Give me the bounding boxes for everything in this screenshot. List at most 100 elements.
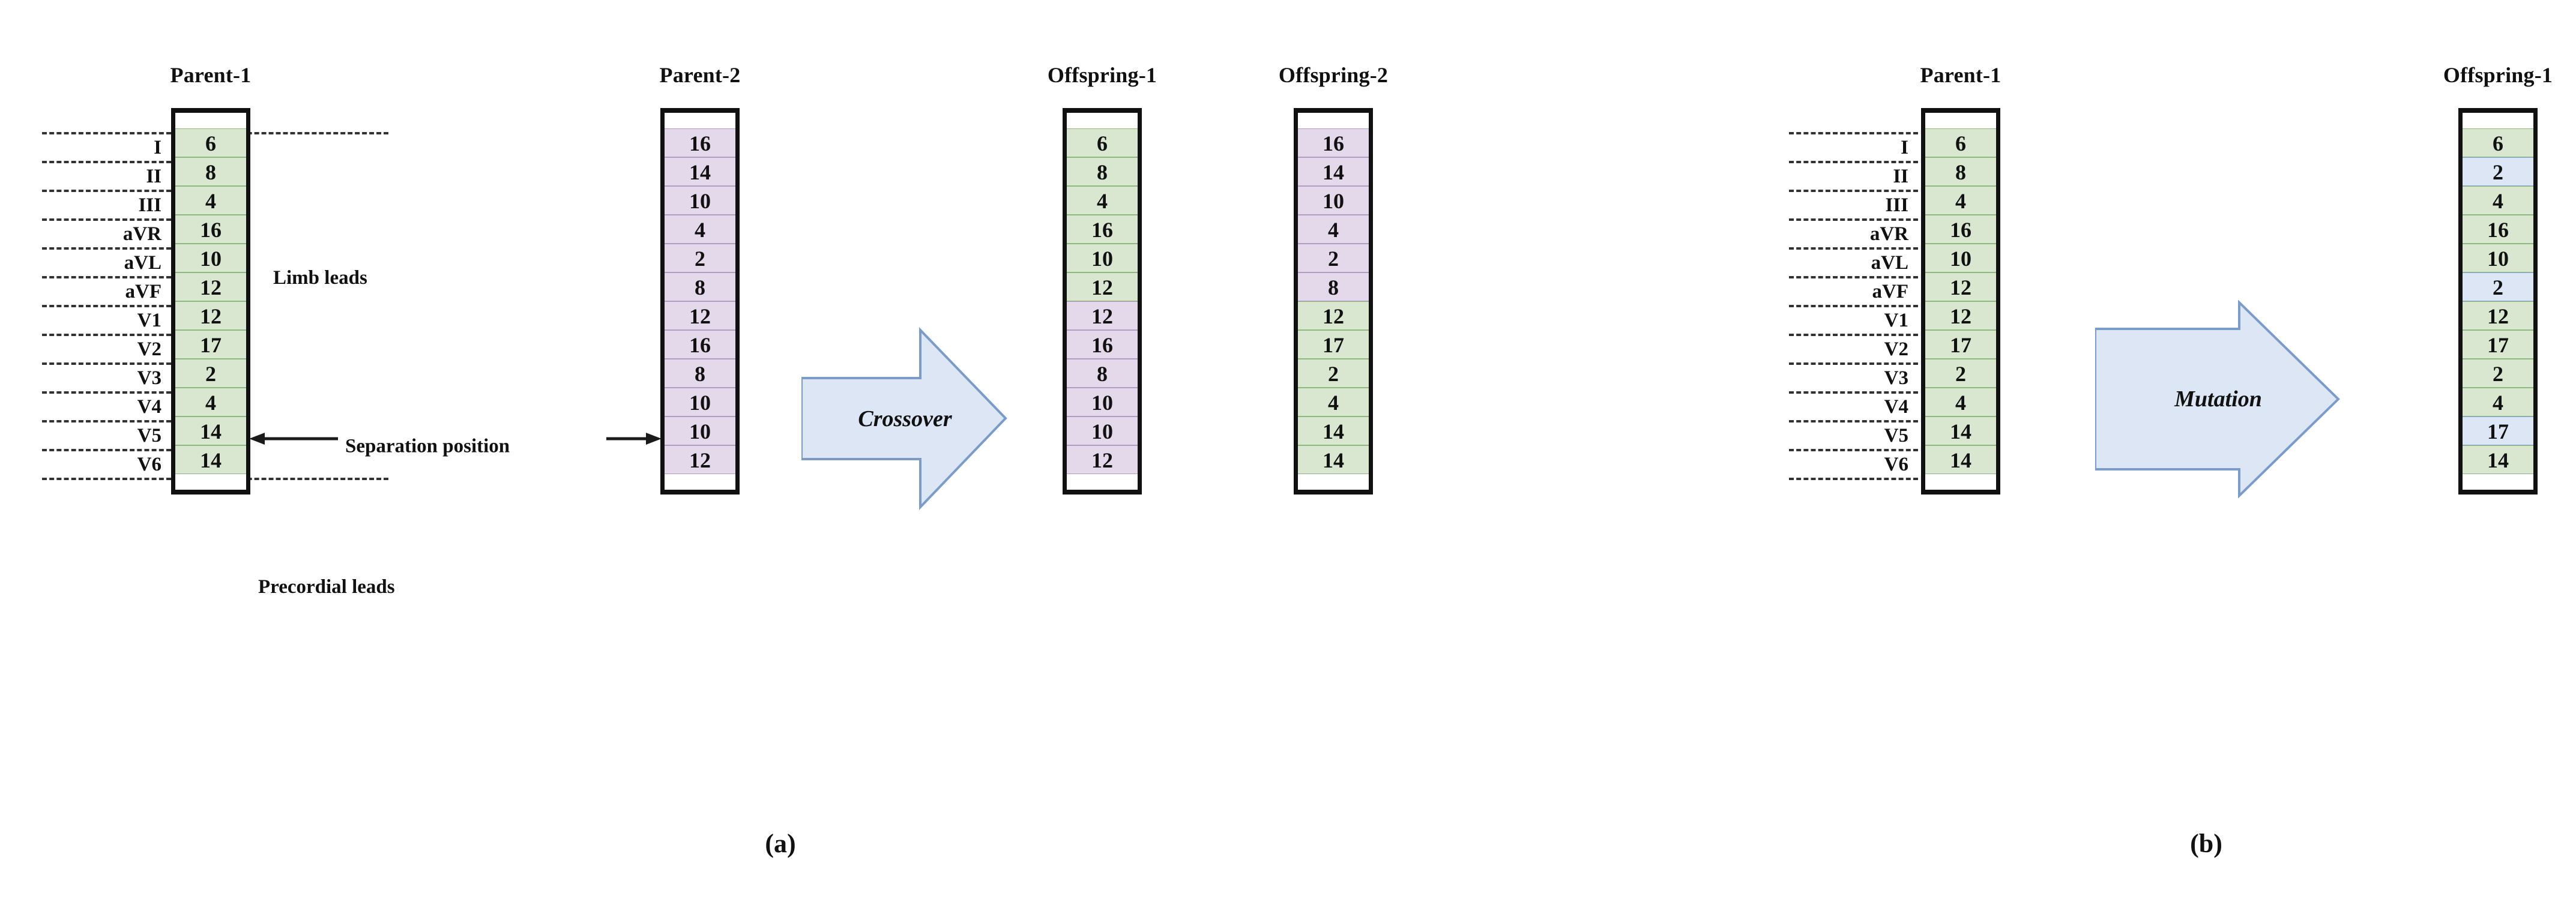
panel-b-gene-cell: 14 xyxy=(2463,445,2533,474)
tube-cap-bottom xyxy=(175,474,246,495)
lead-label-v5: V5 xyxy=(1884,425,1908,446)
tube-cap-top xyxy=(1067,108,1138,128)
lead-label-v4: V4 xyxy=(137,396,161,418)
panel-a-gene-cell: 10 xyxy=(1067,416,1138,445)
panel-b-gene-cell: 17 xyxy=(2463,330,2533,359)
panel-a-gene-cell: 6 xyxy=(1067,128,1138,157)
panel-a-gene-cell: 2 xyxy=(175,359,246,388)
lead-dash-line xyxy=(42,247,171,250)
separation-arrow-left-icon xyxy=(249,433,338,445)
panel-b-gene-cell: 17 xyxy=(2463,416,2533,445)
panel-a-gene-cell: 8 xyxy=(175,157,246,186)
lead-dash-line xyxy=(1789,334,1918,336)
panel-a-gene-cell: 8 xyxy=(1067,157,1138,186)
precordial-leads-label: Precordial leads xyxy=(258,576,395,598)
panel-a-gene-cell: 10 xyxy=(1067,388,1138,416)
lead-dash-line xyxy=(42,420,171,422)
tube-cap-top xyxy=(1925,108,1996,128)
panel-b-gene-cell: 4 xyxy=(1925,186,1996,215)
panel-a-gene-cell: 12 xyxy=(175,272,246,301)
block-arrow-right-icon xyxy=(800,327,1007,510)
panel-b-gene-cell: 14 xyxy=(1925,445,1996,474)
panel-a-gene-cell: 12 xyxy=(665,445,735,474)
lead-label-avl: aVL xyxy=(124,252,161,274)
column-title: Parent-2 xyxy=(659,63,741,87)
lead-dash-line xyxy=(42,276,171,278)
panel-b-gene-cell: 10 xyxy=(2463,244,2533,272)
lead-label-iii: III xyxy=(1885,194,1908,216)
panel-a-gene-cell: 16 xyxy=(1067,330,1138,359)
separation-position-label: Separation position xyxy=(345,435,510,457)
panel-b-gene-cell: 14 xyxy=(1925,416,1996,445)
panel-b-gene-cell: 12 xyxy=(1925,272,1996,301)
tube-cap-bottom xyxy=(665,474,735,495)
lead-dash-line xyxy=(1789,276,1918,278)
lead-label-v1: V1 xyxy=(1884,310,1908,331)
panel-a-gene-cell: 4 xyxy=(175,186,246,215)
lead-dash-line xyxy=(1789,247,1918,250)
panel-a-gene-cell: 6 xyxy=(175,128,246,157)
lead-dash-line xyxy=(175,478,388,480)
panel-a-gene-cell: 16 xyxy=(1298,128,1369,157)
panel-a-gene-cell: 4 xyxy=(175,388,246,416)
lead-label-avl: aVL xyxy=(1871,252,1908,274)
panel-a-gene-cell: 2 xyxy=(665,244,735,272)
panel-a-gene-cell: 4 xyxy=(1067,186,1138,215)
lead-dash-line xyxy=(42,478,171,480)
panel-b-gene-cell: 2 xyxy=(2463,272,2533,301)
lead-dash-line xyxy=(175,132,388,134)
panel-b-gene-cell: 10 xyxy=(1925,244,1996,272)
panel-b-gene-cell: 2 xyxy=(1925,359,1996,388)
block-arrow-right-icon xyxy=(2094,299,2340,499)
panel-a-gene-cell: 17 xyxy=(175,330,246,359)
panel-a-gene-cell: 8 xyxy=(665,359,735,388)
tube-cap-top xyxy=(175,108,246,128)
panel-b-gene-cell: 2 xyxy=(2463,157,2533,186)
panel-a-gene-cell: 14 xyxy=(1298,416,1369,445)
panel-caption-b: (b) xyxy=(2190,829,2222,858)
lead-dash-line xyxy=(42,449,171,451)
lead-label-avf: aVF xyxy=(125,281,162,302)
lead-label-v3: V3 xyxy=(137,367,161,389)
lead-dash-line xyxy=(1789,132,1918,134)
panel-b-gene-cell: 8 xyxy=(1925,157,1996,186)
tube-cap-top xyxy=(665,108,735,128)
lead-dash-line xyxy=(42,305,171,307)
lead-label-iii: III xyxy=(138,194,161,216)
panel-a-gene-cell: 16 xyxy=(665,330,735,359)
lead-dash-line xyxy=(1789,478,1918,480)
lead-dash-line xyxy=(42,132,171,134)
panel-caption-a: (a) xyxy=(765,829,796,858)
panel-a-gene-cell: 17 xyxy=(1298,330,1369,359)
panel-b-gene-cell: 6 xyxy=(1925,128,1996,157)
lead-label-v5: V5 xyxy=(137,425,161,446)
separation-arrow-right-icon xyxy=(606,433,662,445)
panel-a-gene-cell: 8 xyxy=(1298,272,1369,301)
panel-b-gene-cell: 12 xyxy=(2463,301,2533,330)
panel-a-gene-cell: 2 xyxy=(1298,244,1369,272)
tube-cap-bottom xyxy=(1298,474,1369,495)
panel-a-gene-cell: 10 xyxy=(665,186,735,215)
lead-label-v4: V4 xyxy=(1884,396,1908,418)
lead-dash-line xyxy=(1789,218,1918,221)
lead-label-i: I xyxy=(1901,137,1908,158)
lead-dash-line xyxy=(1789,449,1918,451)
panel-b-gene-cell: 16 xyxy=(2463,215,2533,244)
lead-label-avr: aVR xyxy=(122,223,161,245)
panel-a-gene-cell: 12 xyxy=(175,301,246,330)
panel-a-gene-cell: 8 xyxy=(665,272,735,301)
panel-b-gene-cell: 4 xyxy=(2463,186,2533,215)
lead-dash-line xyxy=(42,190,171,192)
lead-label-v6: V6 xyxy=(1884,454,1908,475)
lead-dash-line xyxy=(42,218,171,221)
